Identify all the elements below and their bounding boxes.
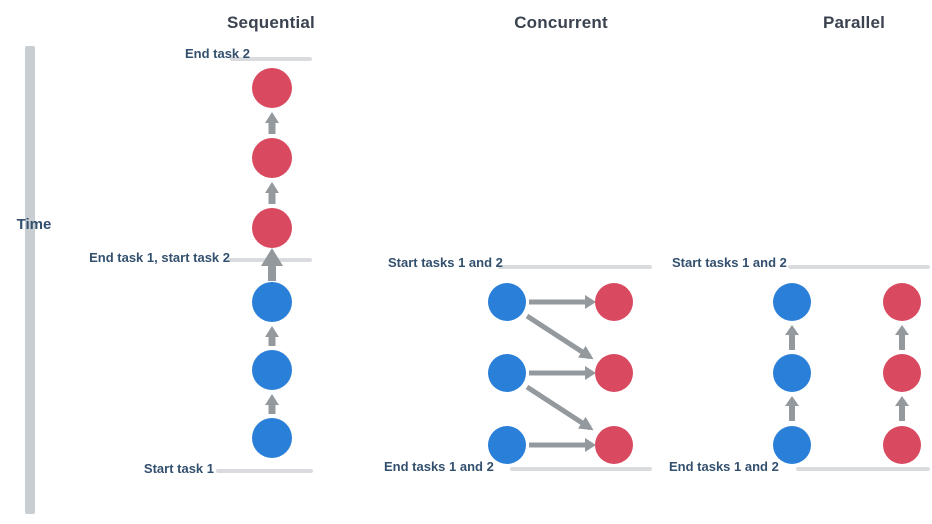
up-arrow-icon — [265, 394, 279, 414]
task2-node — [252, 138, 292, 178]
task2-node — [883, 354, 921, 392]
up-arrow-icon — [265, 112, 279, 134]
task1-node — [252, 282, 292, 322]
label-end-task1-start-task2: End task 1, start task 2 — [89, 250, 230, 265]
time-axis-bar — [25, 46, 35, 514]
task2-node — [252, 68, 292, 108]
column-title-sequential: Sequential — [227, 13, 315, 32]
task2-node — [595, 283, 633, 321]
parallel-column-graphics — [773, 265, 930, 471]
column-title-parallel: Parallel — [822, 13, 886, 32]
column-title-concurrent: Concurrent — [514, 13, 608, 32]
up-arrow-icon — [265, 326, 279, 346]
task1-node — [252, 350, 292, 390]
start-tasks-rule — [498, 265, 652, 269]
up-arrow-icon — [785, 396, 799, 421]
task1-node — [773, 354, 811, 392]
task1-node — [252, 418, 292, 458]
label-end-task2: End task 2 — [184, 46, 250, 61]
task2-node — [595, 354, 633, 392]
label-start-task1: Start task 1 — [143, 461, 214, 476]
switch-diagonal-arrow-icon — [525, 384, 594, 431]
handoff-arrow-icon — [529, 295, 596, 309]
handoff-arrow-icon — [529, 366, 596, 380]
end-tasks-rule — [796, 467, 930, 471]
task2-node — [252, 208, 292, 248]
task1-node — [488, 426, 526, 464]
handoff-arrow-icon — [529, 438, 596, 452]
label-start-tasks-concurrent: Start tasks 1 and 2 — [388, 255, 503, 270]
task-switch-arrow-icon — [261, 248, 283, 281]
time-axis-label: Time — [16, 216, 52, 233]
task1-node — [488, 283, 526, 321]
up-arrow-icon — [785, 325, 799, 350]
start-task1-rule — [216, 469, 313, 473]
label-start-tasks-parallel: Start tasks 1 and 2 — [672, 255, 787, 270]
task2-node — [883, 426, 921, 464]
task1-node — [773, 426, 811, 464]
sequential-column-graphics — [216, 57, 313, 473]
task2-node — [595, 426, 633, 464]
up-arrow-icon — [265, 182, 279, 204]
concurrent-column-graphics — [488, 265, 652, 471]
task1-node — [773, 283, 811, 321]
start-tasks-rule — [788, 265, 930, 269]
task1-node — [488, 354, 526, 392]
end-task2-rule — [230, 57, 312, 61]
label-end-tasks-concurrent: End tasks 1 and 2 — [384, 459, 494, 474]
end-tasks-rule — [510, 467, 652, 471]
up-arrow-icon — [895, 325, 909, 350]
switch-diagonal-arrow-icon — [525, 313, 594, 360]
label-end-tasks-parallel: End tasks 1 and 2 — [669, 459, 779, 474]
task2-node — [883, 283, 921, 321]
up-arrow-icon — [895, 396, 909, 421]
